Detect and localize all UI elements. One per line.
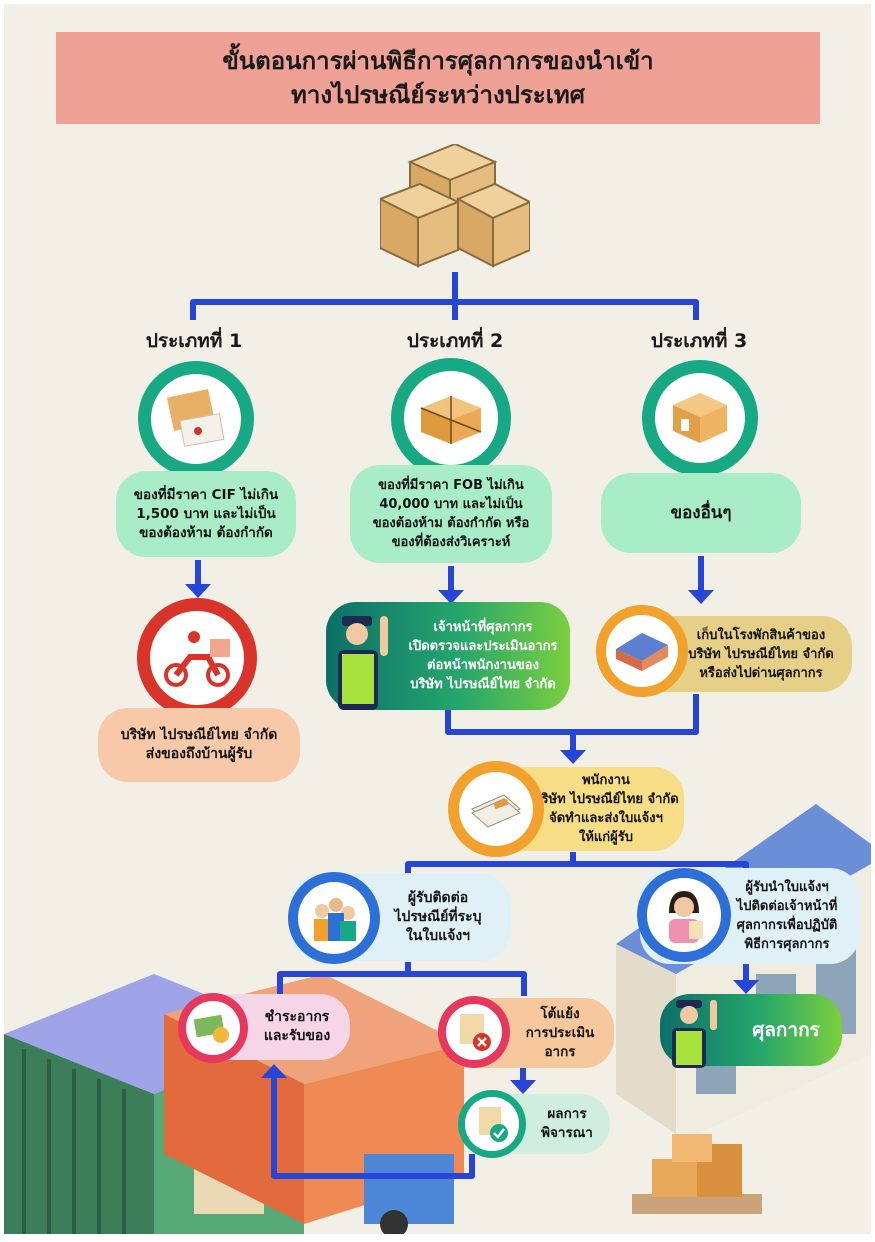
contact-post-icon-ring (288, 872, 380, 964)
arrow-head (510, 1080, 536, 1094)
category-3-heading: ประเภทที่ 3 (650, 330, 748, 352)
recipients-icon (314, 898, 356, 941)
category-2-desc-line: ของที่ต้องส่งวิเคราะห์ (391, 535, 511, 550)
warehouse-icon (616, 633, 668, 671)
contact-customs-icon-ring (637, 868, 731, 962)
connector-line (271, 1078, 475, 1179)
money-icon (193, 1014, 229, 1043)
pay-line: และรับของ (263, 1028, 331, 1044)
pay-icon-ring (178, 993, 248, 1063)
crates-icon (380, 144, 530, 268)
result-line: พิจารณา (541, 1125, 593, 1141)
notice-line: จัดทำและส่งใบแจ้งฯ (549, 811, 663, 826)
contact-post-line: ผู้รับติดต่อ (407, 889, 469, 906)
appeal-line: การประเมิน (525, 1024, 595, 1041)
appeal-icon-ring (438, 996, 510, 1068)
approved-document-icon (479, 1107, 508, 1142)
arrow-head (688, 590, 714, 604)
warehouse-line: บริษัท ไปรษณีย์ไทย จำกัด (688, 646, 834, 662)
category-1-desc-line: ของที่มีราคา CIF ไม่เกิน (133, 486, 279, 503)
envelope-icon (166, 389, 225, 447)
notice-icon-ring (448, 761, 544, 857)
notice-line: ให้แก่ผู้รับ (578, 830, 634, 845)
motorcycle-courier-icon (164, 631, 230, 687)
rejected-document-icon (460, 1014, 491, 1051)
category-2-desc-line: ของที่มีราคา FOB ไม่เกิน (378, 478, 524, 493)
customs-officer-icon (338, 616, 388, 710)
category-1-desc-line: ของต้องห้าม ต้องกำกัด (139, 524, 273, 541)
inspection-line: บริษัท ไปรษณีย์ไทย จำกัด (410, 677, 556, 692)
customs-label: ศุลกากร (752, 1018, 820, 1041)
contact-post-line: ไปรษณีย์ที่ระบุ (394, 908, 482, 925)
result-line: ผลการ (547, 1106, 587, 1122)
delivery-step: บริษัท ไปรษณีย์ไทย จำกัด ส่งของถึงบ้านผู… (98, 708, 300, 782)
connector-line (190, 299, 699, 320)
warehouse-line: เก็บในโรงพักสินค้าของ (696, 627, 826, 643)
inspection-line: เปิดตรวจและประเมินอากร (408, 639, 558, 654)
category-2-description: ของที่มีราคา FOB ไม่เกิน 40,000 บาท และไ… (350, 465, 552, 563)
title-line-1: ขั้นตอนการผ่านพิธีการศุลกากรของนำเข้า (222, 47, 654, 75)
category-1-heading: ประเภทที่ 1 (145, 330, 243, 352)
category-1-description: ของที่มีราคา CIF ไม่เกิน 1,500 บาท และไม… (116, 471, 296, 557)
category-2-icon-ring (391, 358, 511, 478)
inspection-line: เจ้าหน้าที่ศุลกากร (433, 620, 533, 635)
notice-line: พนักงาน (582, 773, 630, 788)
title-banner: ขั้นตอนการผ่านพิธีการศุลกากรของนำเข้า ทา… (56, 32, 820, 124)
person-with-document-icon (669, 891, 703, 943)
contact-customs-line: ผู้รับนำใบแจ้งฯ (745, 880, 829, 895)
category-1-icon-ring (138, 361, 254, 477)
box-icon (673, 393, 727, 443)
inspection-line: ต่อหน้าพนักงานของ (427, 658, 539, 673)
arrow-head (560, 750, 586, 764)
pay-line: ชำระอากร (264, 1009, 330, 1025)
infographic-canvas: ขั้นตอนการผ่านพิธีการศุลกากรของนำเข้า ทา… (4, 4, 871, 1234)
appeal-line: อากร (544, 1043, 576, 1060)
category-2-desc-line: ของต้องห้าม ต้องกำกัด หรือ (372, 516, 530, 531)
title-line-2: ทางไปรษณีย์ระหว่างประเทศ (291, 81, 585, 109)
contact-post-line: ในใบแจ้งฯ (405, 927, 471, 944)
boxes-pallet-illustration (632, 1134, 762, 1214)
parcel-icon (420, 396, 482, 444)
customs-officer-icon (672, 1000, 717, 1068)
delivery-line: บริษัท ไปรษณีย์ไทย จำกัด (120, 727, 278, 743)
category-2-heading: ประเภทที่ 2 (406, 330, 504, 352)
contact-customs-line: ไปติดต่อเจ้าหน้าที่ (736, 899, 838, 914)
warehouse-icon-ring (596, 605, 688, 697)
documents-icon (471, 794, 521, 828)
warehouse-line: หรือส่งไปด่านศุลกากร (699, 665, 823, 681)
category-3-icon-ring (642, 360, 758, 476)
category-3-desc-line: ของอื่นๆ (670, 502, 732, 523)
arrow-head (261, 1064, 287, 1078)
arrow-head (438, 590, 464, 604)
category-1-desc-line: 1,500 บาท และไม่เป็น (136, 505, 276, 522)
result-icon-ring (458, 1090, 526, 1158)
delivery-icon-ring (137, 598, 257, 718)
category-2-desc-line: 40,000 บาท และไม่เป็น (379, 497, 523, 512)
contact-customs-line: ศุลกากรเพื่อปฏิบัติ (736, 918, 838, 933)
connector-line (277, 971, 527, 996)
appeal-line: โต้แย้ง (540, 1005, 580, 1022)
contact-customs-line: พิธีการศุลกากร (744, 937, 830, 952)
notice-line: บริษัท ไปรษณีย์ไทย จำกัด (533, 792, 679, 807)
delivery-line: ส่งของถึงบ้านผู้รับ (145, 746, 253, 762)
arrow-head (733, 980, 759, 994)
arrow-head (185, 584, 211, 598)
category-3-description: ของอื่นๆ (601, 473, 801, 553)
